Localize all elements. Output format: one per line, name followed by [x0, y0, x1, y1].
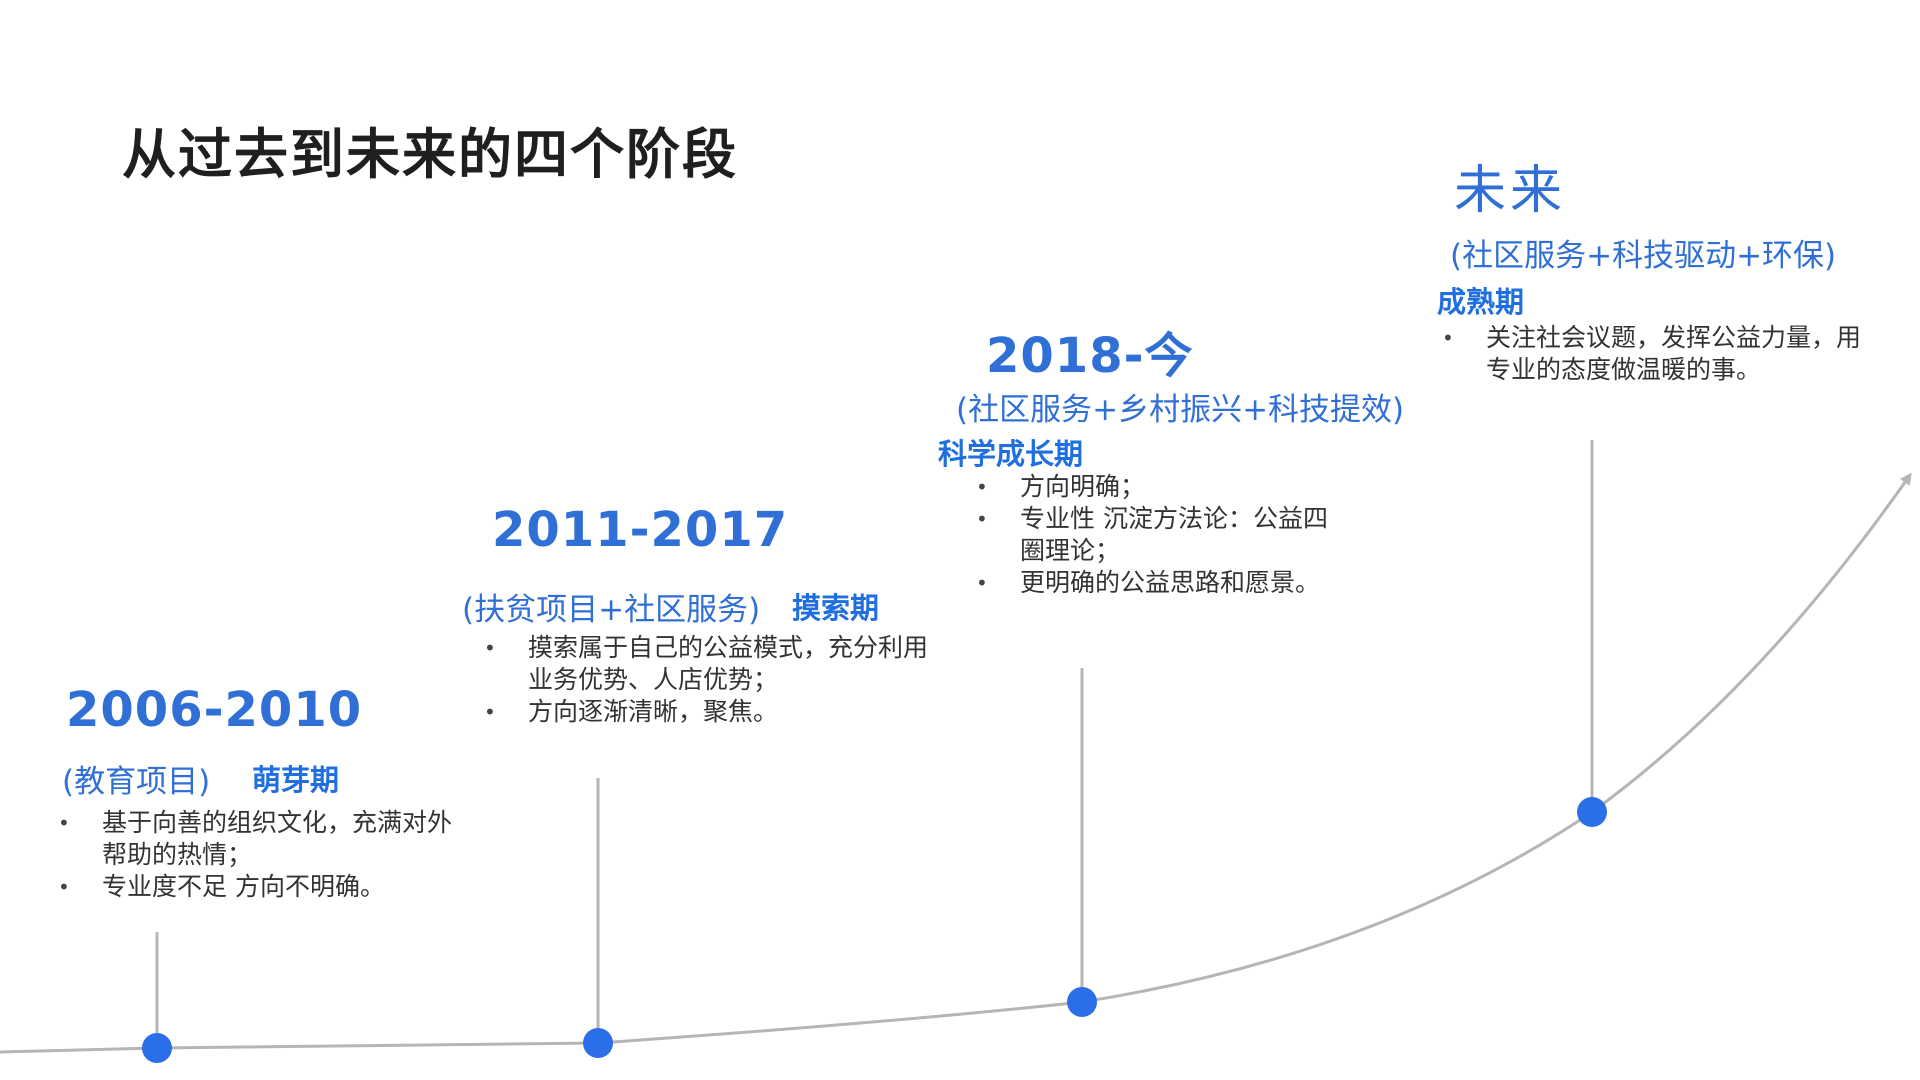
list-item: 摸索属于自己的公益模式，充分利用业务优势、人店优势； [484, 632, 939, 696]
list-item: 基于向善的组织文化，充满对外帮助的热情； [58, 807, 458, 871]
bullet-list-3: 方向明确； 专业性 沉淀方法论：公益四圈理论； 更明确的公益思路和愿景。 [976, 471, 1331, 599]
list-item: 方向逐渐清晰，聚焦。 [484, 696, 939, 728]
list-item: 关注社会议题，发挥公益力量，用专业的态度做温暖的事。 [1442, 322, 1862, 386]
list-item: 方向明确； [976, 471, 1331, 503]
timeline-dot-1 [142, 1033, 172, 1063]
list-item: 更明确的公益思路和愿景。 [976, 567, 1331, 599]
period-2: 2011-2017 [492, 502, 789, 558]
period-4: 未来 [1454, 161, 1567, 221]
stage-name-2: 摸索期 [792, 591, 880, 625]
bullet-list-1: 基于向善的组织文化，充满对外帮助的热情； 专业度不足 方向不明确。 [58, 807, 458, 903]
list-item: 专业度不足 方向不明确。 [58, 871, 458, 903]
timeline-dot-4 [1577, 797, 1607, 827]
period-1: 2006-2010 [66, 682, 363, 738]
timeline-dot-2 [583, 1028, 613, 1058]
bullet-list-2: 摸索属于自己的公益模式，充分利用业务优势、人店优势； 方向逐渐清晰，聚焦。 [484, 632, 939, 728]
subtitle-3: (社区服务+乡村振兴+科技提效) [956, 392, 1405, 428]
stage-name-4: 成熟期 [1437, 285, 1525, 319]
timeline-dot-3 [1067, 987, 1097, 1017]
page-title: 从过去到未来的四个阶段 [122, 123, 738, 186]
subtitle-4: (社区服务+科技驱动+环保) [1450, 238, 1837, 274]
timeline-curve [0, 472, 1912, 1054]
subtitle-1: (教育项目) [62, 764, 211, 800]
subtitle-2: (扶贫项目+社区服务) [462, 592, 761, 628]
list-item: 专业性 沉淀方法论：公益四圈理论； [976, 503, 1331, 567]
bullet-list-4: 关注社会议题，发挥公益力量，用专业的态度做温暖的事。 [1442, 322, 1862, 386]
stage-name-1: 萌芽期 [252, 763, 340, 797]
stage-name-3: 科学成长期 [938, 437, 1084, 471]
period-3: 2018-今 [986, 328, 1194, 384]
